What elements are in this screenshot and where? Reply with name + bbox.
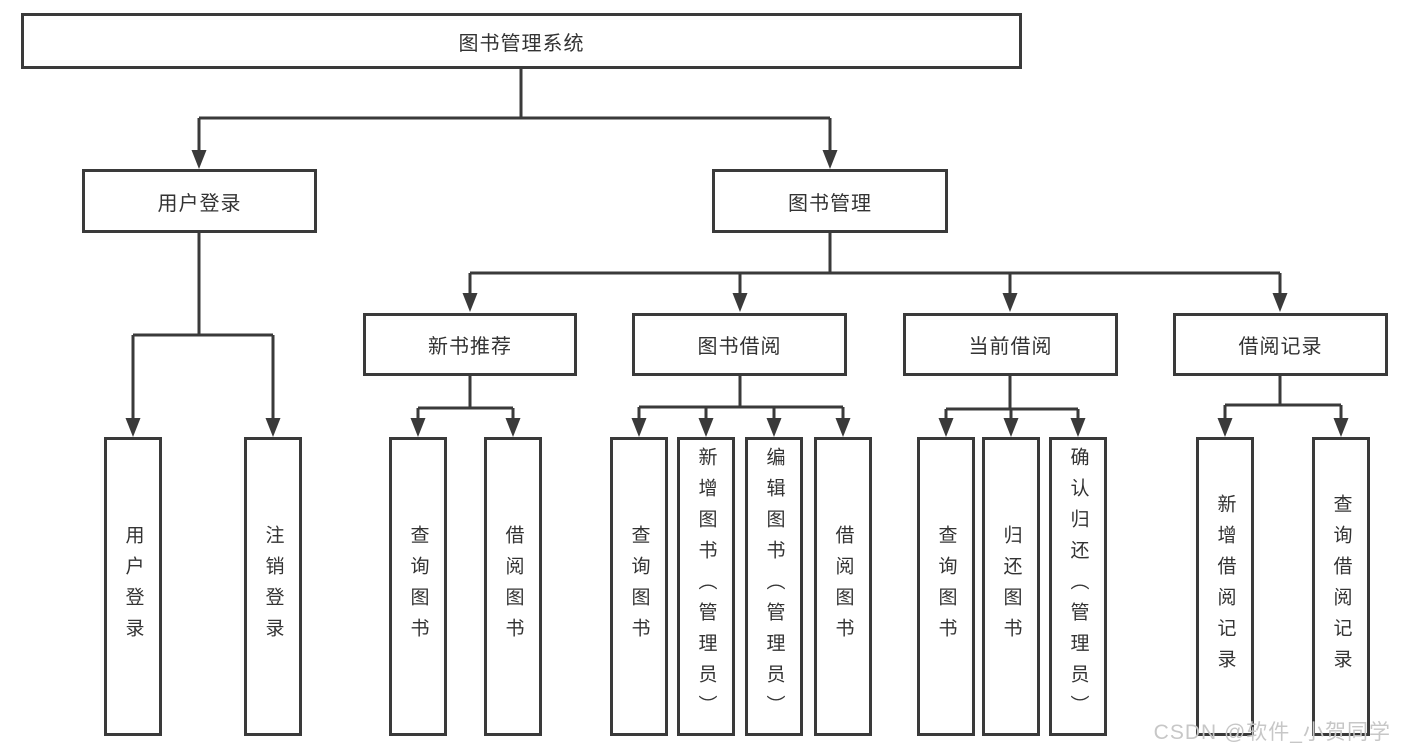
watermark: CSDN @软件_小贺同学 [1153,721,1391,744]
leaf-query-books-borrowing: 查询图书 [610,437,668,736]
leaf-confirm-return-admin: 确认归还（管理员） [1049,437,1107,736]
node-book-borrowing: 图书借阅 [632,313,847,376]
leaf-user-login: 用户登录 [104,437,162,736]
node-current-borrowing: 当前借阅 [903,313,1118,376]
node-book-management: 图书管理 [712,169,948,233]
leaf-query-books-recommend: 查询图书 [389,437,447,736]
node-user-login: 用户登录 [82,169,317,233]
leaf-add-borrow-record: 新增借阅记录 [1196,437,1254,736]
node-new-book-recommend: 新书推荐 [363,313,577,376]
leaf-borrow-books-recommend: 借阅图书 [484,437,542,736]
leaf-logout: 注销登录 [244,437,302,736]
node-book-management-system: 图书管理系统 [21,13,1022,69]
leaf-query-borrow-record: 查询借阅记录 [1312,437,1370,736]
node-borrowing-records: 借阅记录 [1173,313,1388,376]
leaf-return-books: 归还图书 [982,437,1040,736]
leaf-query-books-current: 查询图书 [917,437,975,736]
leaf-add-books-admin: 新增图书（管理员） [677,437,735,736]
leaf-borrow-books-borrowing: 借阅图书 [814,437,872,736]
leaf-edit-books-admin: 编辑图书（管理员） [745,437,803,736]
